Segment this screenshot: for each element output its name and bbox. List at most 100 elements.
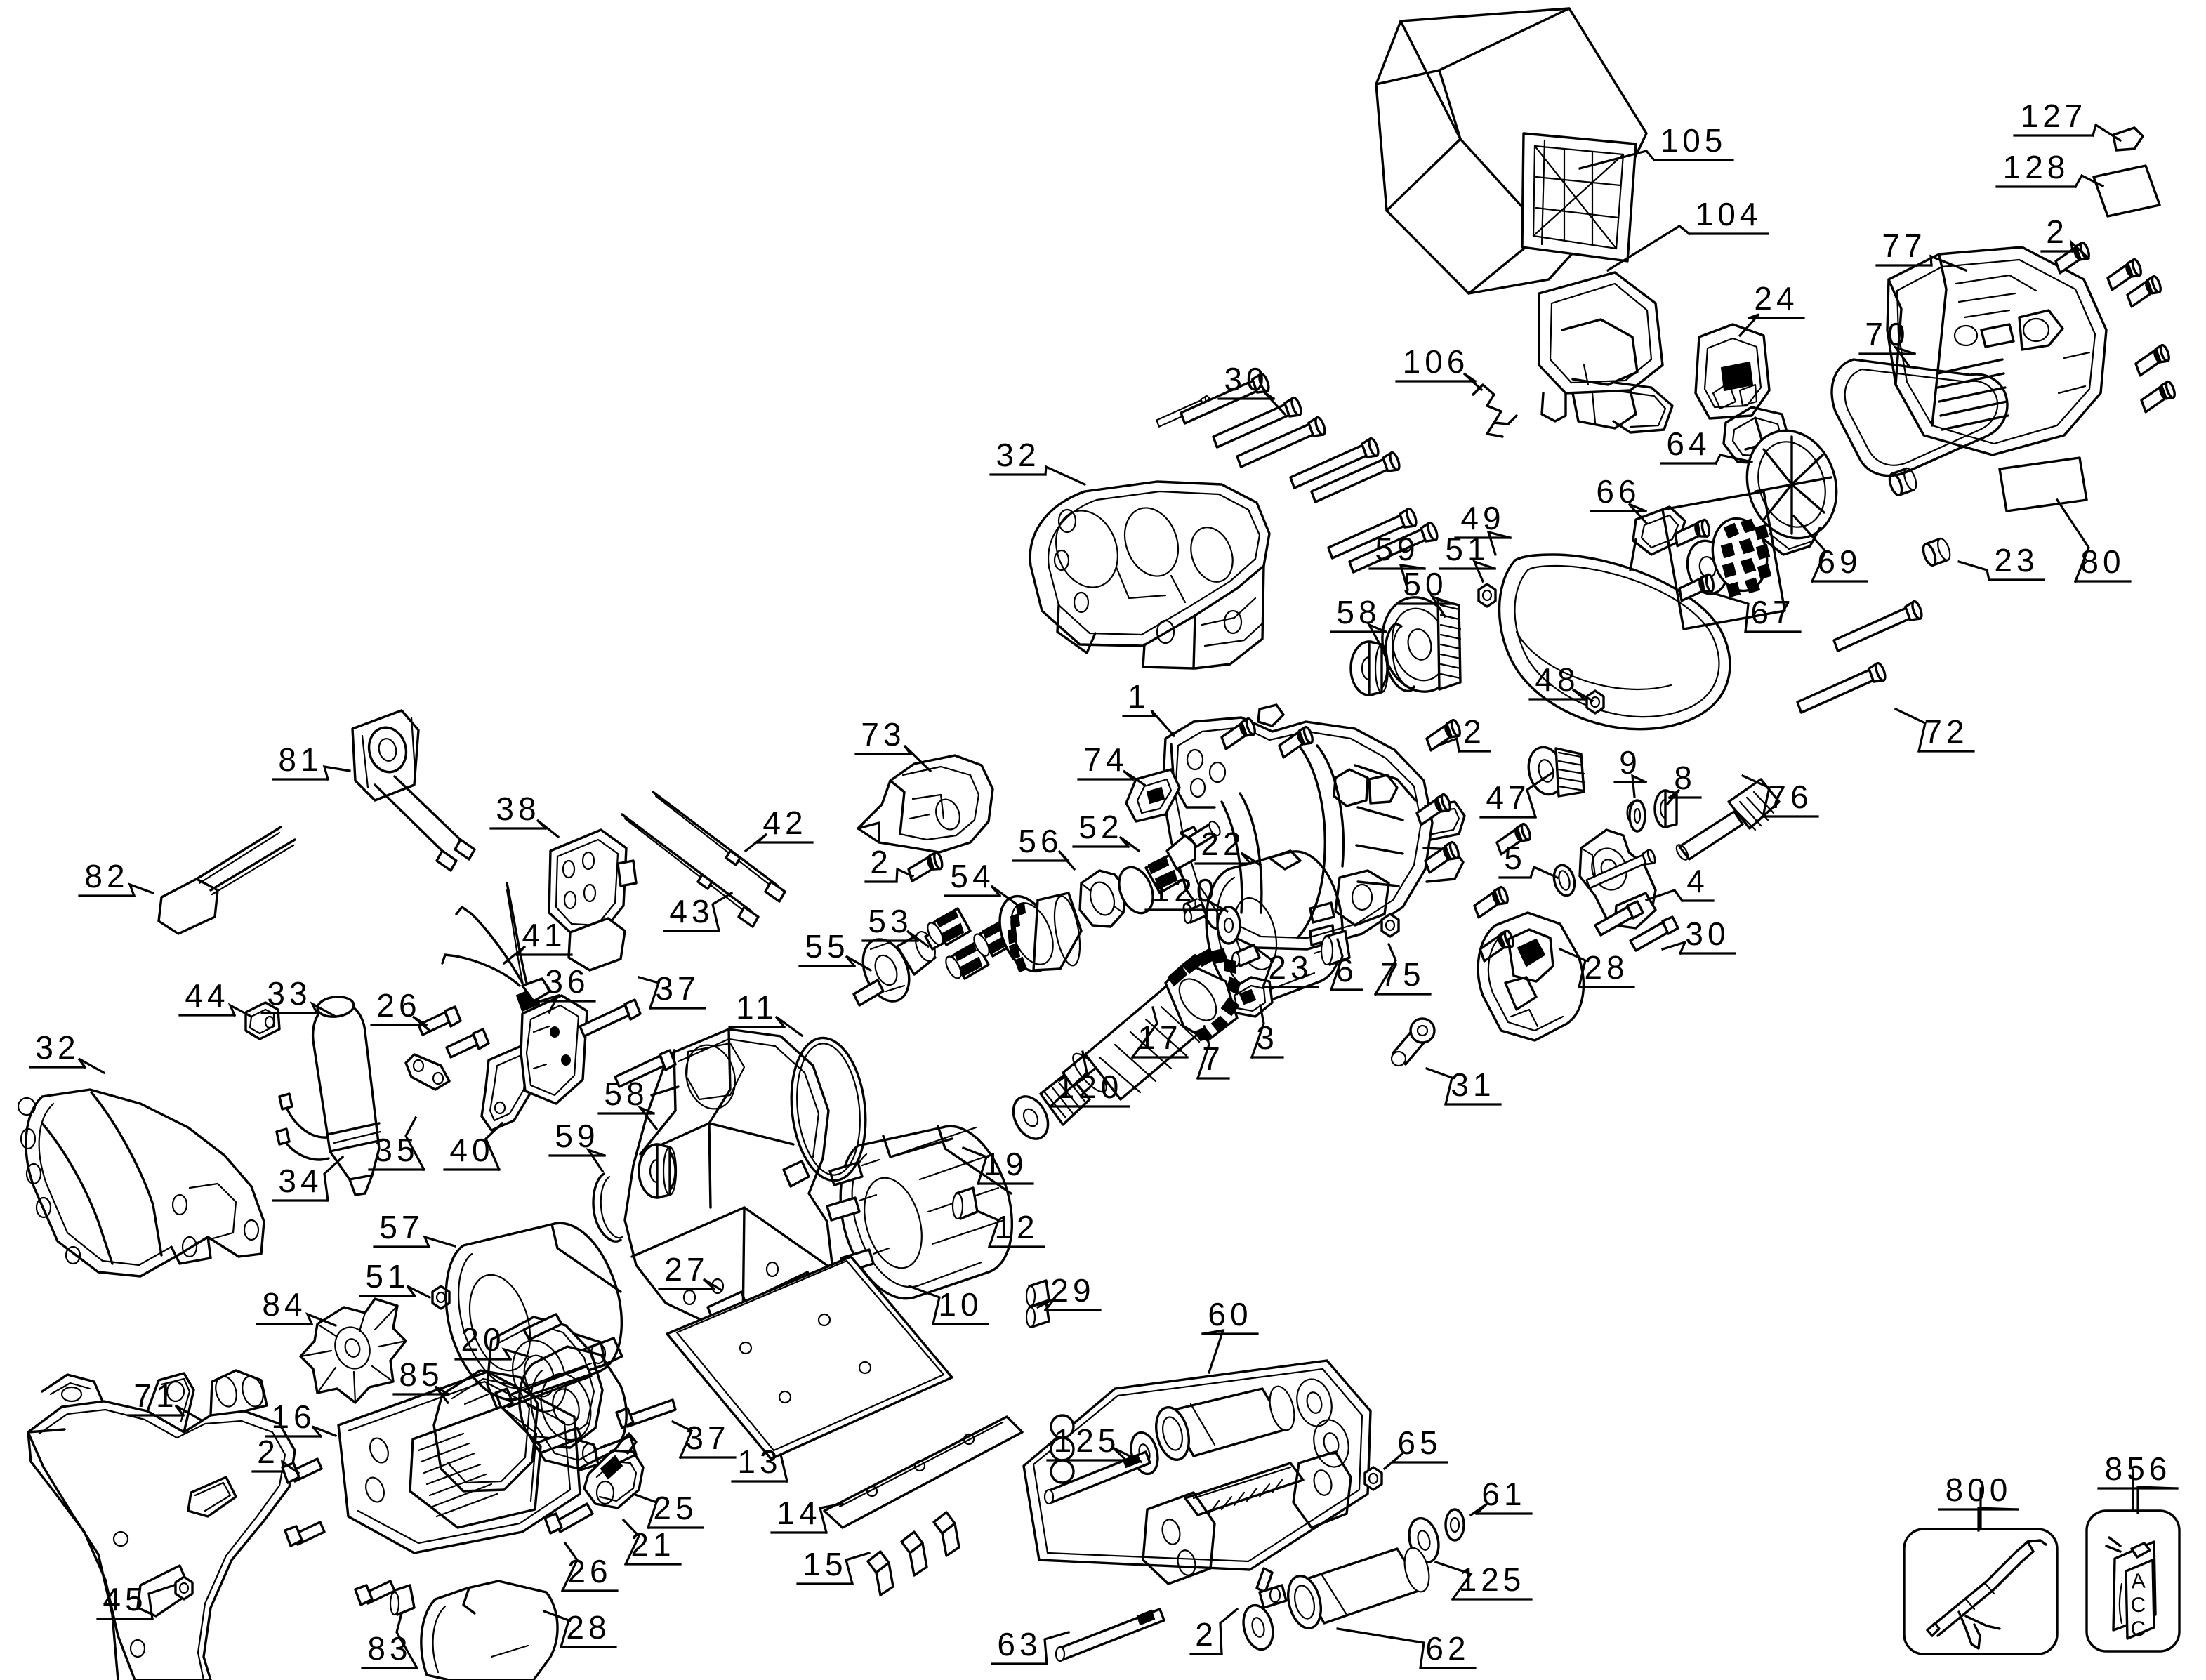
part-26-screw-a — [417, 1005, 462, 1036]
callout-number-32: 32 — [35, 1029, 80, 1066]
callout-leader-64 — [1714, 454, 1753, 465]
part-70-sanding-belt — [1830, 358, 2009, 477]
callout-leader-13 — [779, 1443, 804, 1483]
callout-number-105: 105 — [1660, 122, 1727, 159]
part-41-wire-harness — [441, 882, 528, 987]
part-61-small-bearing — [1444, 1508, 1465, 1542]
callout-leader-15 — [845, 1552, 871, 1585]
callout-number-75: 75 — [1380, 956, 1425, 993]
callout-number-106: 106 — [1402, 343, 1469, 380]
part-54-ring-gear — [998, 892, 1083, 973]
callout-leader-28 — [1558, 947, 1587, 988]
callout-leader-67 — [1712, 592, 1750, 633]
callout-number-2: 2 — [257, 1434, 279, 1470]
callout-leader-81 — [322, 765, 351, 781]
part-127-clip — [2112, 126, 2144, 152]
part-30-bolt-4 — [1286, 436, 1382, 489]
svg-text:A: A — [2131, 1570, 2146, 1594]
callout-number-125: 125 — [1053, 1422, 1121, 1459]
callout-leader-2 — [895, 867, 915, 883]
part-2-screw-h — [1422, 717, 1465, 752]
callout-number-83: 83 — [367, 1630, 412, 1667]
part-63-shaft — [1055, 1608, 1165, 1662]
part-53-planet-gear-a — [927, 907, 972, 946]
callout-leader-10 — [907, 1284, 941, 1325]
callout-number-28: 28 — [566, 1609, 611, 1646]
part-30-bolt-r1 — [1594, 900, 1644, 937]
part-73-trigger — [857, 754, 994, 854]
callout-number-24: 24 — [1754, 280, 1799, 317]
part-30-bolts-group — [1154, 395, 1214, 428]
part-4-tension-arm — [1578, 828, 1657, 930]
callout-number-58: 58 — [1336, 594, 1381, 630]
part-2-screw-d — [2132, 343, 2174, 377]
part-62-drive-roller — [1242, 1547, 1430, 1651]
callout-number-128: 128 — [2002, 149, 2070, 185]
callout-number-76: 76 — [1768, 779, 1813, 815]
callout-leader-127 — [2092, 123, 2122, 143]
callout-number-56: 56 — [1018, 823, 1063, 859]
part-2-screw-c — [2123, 274, 2165, 308]
part-5-o-ring — [1552, 864, 1576, 897]
callout-number-37: 37 — [655, 970, 700, 1007]
part-69-cooling-fan — [1745, 429, 1838, 556]
acc-label-text: ACC — [2130, 1570, 2146, 1641]
callout-number-43: 43 — [669, 893, 714, 930]
part-23-pin-a — [1920, 536, 1954, 569]
callout-number-45: 45 — [103, 1581, 147, 1618]
callout-number-26: 26 — [567, 1553, 612, 1589]
part-3-coupler — [1226, 976, 1274, 1018]
callout-number-82: 82 — [84, 858, 129, 894]
part-11-gasket-ring — [790, 1036, 867, 1182]
callout-number-5: 5 — [1504, 840, 1526, 876]
callout-leader-60 — [1201, 1328, 1225, 1375]
part-2-screw-n — [904, 850, 946, 883]
part-2-screw-e — [2137, 379, 2179, 414]
callout-leader-16 — [311, 1425, 338, 1438]
callout-number-74: 74 — [1083, 741, 1128, 778]
part-83-grommet — [389, 1584, 416, 1616]
part-49-drive-belt — [1498, 553, 1731, 731]
callout-leader-128 — [2073, 173, 2105, 189]
callout-number-2: 2 — [1195, 1616, 1217, 1653]
callout-number-57: 57 — [379, 1209, 424, 1245]
callout-number-2: 2 — [1463, 713, 1486, 750]
part-2-screw-q — [354, 1580, 396, 1606]
callout-number-62: 62 — [1425, 1630, 1470, 1667]
callout-leader-32 — [77, 1057, 106, 1075]
part-45-nut — [174, 1575, 194, 1601]
part-128-label-plate — [2092, 164, 2161, 218]
callout-number-2: 2 — [2046, 213, 2068, 250]
callout-number-61: 61 — [1481, 1476, 1526, 1512]
part-105-dust-collector — [1375, 7, 1648, 295]
callout-number-51: 51 — [365, 1258, 410, 1295]
part-28-cover-left — [420, 1580, 559, 1680]
part-48-nut — [1585, 689, 1605, 715]
callout-number-36: 36 — [545, 963, 590, 1000]
part-30-bolt-8 — [1583, 847, 1658, 889]
callout-number-4: 4 — [1686, 863, 1709, 899]
callout-number-32: 32 — [996, 437, 1041, 473]
callout-number-85: 85 — [399, 1356, 444, 1393]
callout-leader-800 — [1977, 1507, 2019, 1532]
part-24-cover-clip — [1694, 323, 1771, 420]
callout-leader-34 — [323, 1155, 345, 1202]
callout-number-30: 30 — [1224, 361, 1269, 397]
callout-leader-32 — [1044, 465, 1087, 487]
callout-leader-4 — [1644, 889, 1684, 903]
callout-number-41: 41 — [522, 917, 567, 953]
part-23-pin-b — [1886, 465, 1920, 498]
part-2-screw-l — [1476, 928, 1518, 963]
part-40-contact-plate — [480, 1045, 535, 1132]
kit-box-856 — [2085, 1509, 2181, 1653]
callout-number-59: 59 — [1375, 531, 1420, 567]
part-125-washer-a — [1130, 1431, 1159, 1476]
callout-number-53: 53 — [868, 903, 913, 939]
part-64-fan-baffle — [1722, 406, 1790, 465]
callout-number-29: 29 — [1050, 1272, 1095, 1309]
part-2-screw-r — [1255, 1567, 1288, 1609]
part-23-pin-c — [1231, 944, 1261, 968]
callout-number-84: 84 — [262, 1286, 307, 1323]
part-120-bearing-a — [1216, 906, 1241, 945]
callout-leader-72 — [1894, 707, 1927, 753]
